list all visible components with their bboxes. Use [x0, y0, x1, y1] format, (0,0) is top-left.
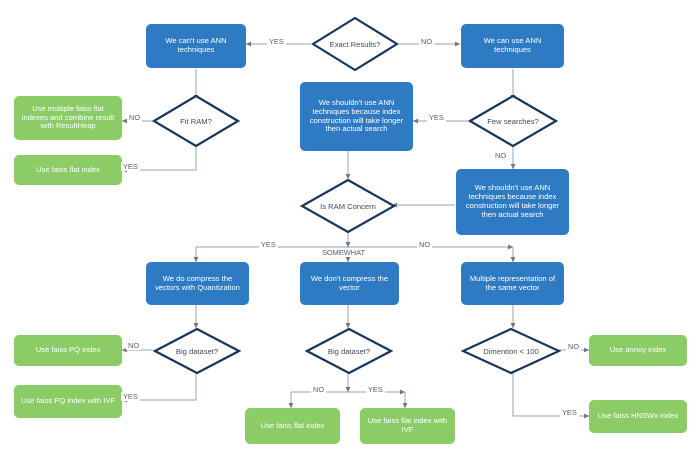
decision-exact-results[interactable]: Exact Results?	[311, 16, 399, 72]
edge-label-exact-no: NO	[419, 37, 435, 46]
terminal-faiss-pq-index-ivf[interactable]: Use faiss PQ index with IVF	[14, 385, 122, 418]
decision-label: Dimention < 100	[483, 346, 539, 356]
decision-big-dataset-left[interactable]: Big dataset?	[153, 327, 241, 375]
decision-label: Is RAM Concern	[320, 201, 376, 211]
diamond-shape	[311, 16, 399, 72]
decision-label: Fit RAM?	[180, 116, 212, 126]
process-can-use-ann[interactable]: We can use ANN techniques	[461, 24, 564, 68]
decision-label: Exact Results?	[329, 39, 381, 49]
terminal-faiss-flat-index-bottom[interactable]: Use faiss flat index	[245, 408, 340, 444]
edge-label-bigmid-no: NO	[311, 385, 327, 394]
process-no-compress[interactable]: We don't compress the vector	[300, 262, 399, 305]
decision-big-dataset-mid[interactable]: Big dataset?	[305, 327, 393, 375]
terminal-multi-flat-resultheap[interactable]: Use multiple faiss flat indexes and comb…	[14, 96, 122, 140]
edge-label-dim-yes: YES	[560, 408, 579, 417]
terminal-faiss-flat-index-ivf[interactable]: Use faiss flat index with IVF	[360, 408, 455, 444]
edge-label-bigmid-yes: YES	[366, 385, 385, 394]
diamond-shape	[300, 178, 396, 234]
terminal-annoy-index[interactable]: Use annoy index	[589, 335, 687, 366]
edge-label-ram-yes: YES	[259, 240, 278, 249]
decision-fit-ram[interactable]: Fit RAM?	[152, 94, 240, 148]
edge-label-bigleft-no: NO	[126, 341, 142, 350]
edge-label-fitram-yes: YES	[121, 162, 140, 171]
terminal-faiss-flat-index-top[interactable]: Use faiss flat index	[14, 155, 122, 185]
process-multiple-representation[interactable]: Multiple representation of the same vect…	[461, 262, 564, 305]
edge-label-exact-yes: YES	[267, 37, 286, 46]
edge-label-ram-no: NO	[417, 240, 433, 249]
edge-label-dim-no: NO	[566, 342, 582, 351]
terminal-faiss-pq-index[interactable]: Use faiss PQ index	[14, 335, 122, 366]
process-shouldnt-use-ann-right[interactable]: We shouldn't use ANN techniques because …	[456, 169, 569, 235]
edge-label-fewsearches-yes: YES	[427, 113, 446, 122]
edge-label-fitram-no: NO	[127, 113, 143, 122]
decision-label: Big dataset?	[327, 346, 371, 356]
decision-dimension-lt-100[interactable]: Dimention < 100	[461, 327, 561, 375]
edge-label-fewsearches-no: NO	[493, 151, 509, 160]
process-compress-quantization[interactable]: We do compress the vectors with Quantiza…	[146, 262, 249, 305]
process-shouldnt-use-ann-top[interactable]: We shouldn't use ANN techniques because …	[300, 82, 413, 151]
decision-is-ram-concern[interactable]: Is RAM Concern	[300, 178, 396, 234]
process-cant-use-ann[interactable]: We can't use ANN techniques	[146, 24, 246, 68]
diamond-shape	[305, 327, 393, 375]
terminal-faiss-hnswx-index[interactable]: Use faiss HNSWx index	[589, 400, 687, 433]
diamond-shape	[461, 327, 561, 375]
decision-label: Big dataset?	[175, 346, 219, 356]
diamond-shape	[468, 94, 558, 148]
edge-label-ram-somewhat: SOMEWHAT	[320, 248, 367, 257]
decision-label: Few searches?	[487, 116, 539, 126]
diamond-shape	[153, 327, 241, 375]
edge-label-bigleft-yes: YES	[121, 392, 140, 401]
decision-few-searches[interactable]: Few searches?	[468, 94, 558, 148]
diamond-shape	[152, 94, 240, 148]
